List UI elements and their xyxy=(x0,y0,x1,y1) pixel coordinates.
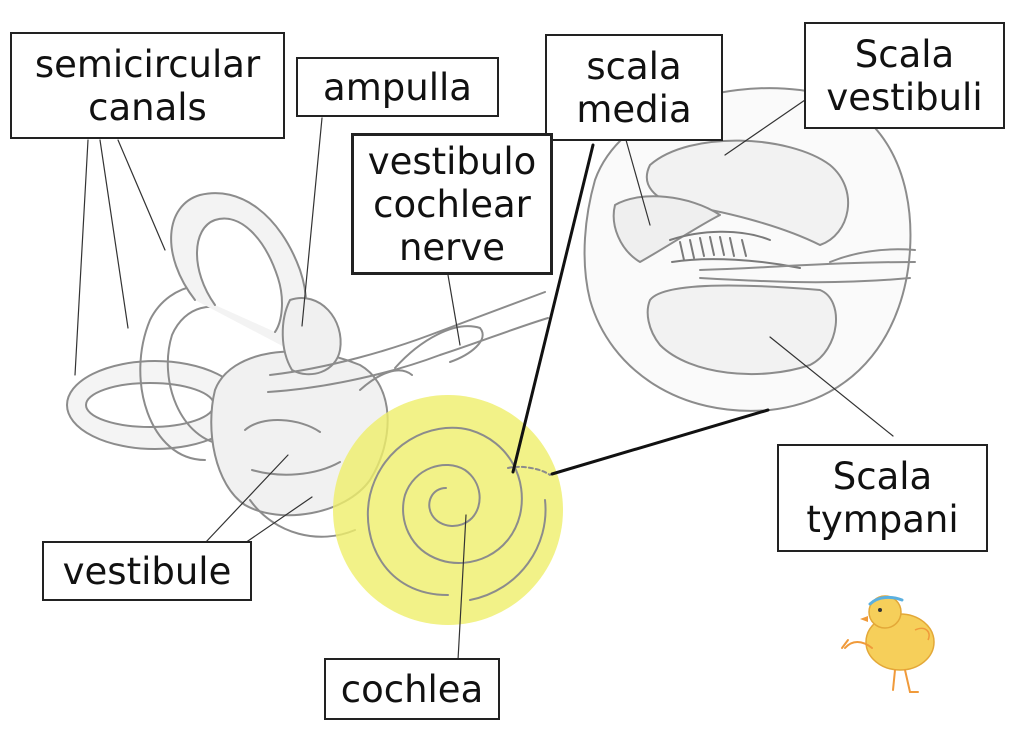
label-scala-media-line-1: scala xyxy=(586,44,682,88)
label-vestibulocochlear-nerve-line-3: nerve xyxy=(398,225,506,269)
label-scala-tympani: Scala tympani xyxy=(777,444,988,552)
label-vestibule: vestibule xyxy=(42,541,252,601)
label-semicircular-canals: semicircular canals xyxy=(10,32,285,139)
labyrinth-sketch xyxy=(66,192,549,538)
label-scala-tympani-line-2: tympani xyxy=(806,498,959,541)
ampulla-bulge xyxy=(281,297,342,376)
label-scala-vestibuli: Scala vestibuli xyxy=(804,22,1005,129)
label-ampulla: ampulla xyxy=(296,57,499,117)
label-vestibule-text: vestibule xyxy=(62,549,232,593)
label-cochlea: cochlea xyxy=(324,658,500,720)
leader-lines xyxy=(74,99,894,661)
label-scala-media-line-2: media xyxy=(576,87,692,131)
label-scala-tympani-line-1: Scala xyxy=(832,455,933,498)
spiral-nerve xyxy=(699,261,916,271)
chick-icon xyxy=(841,595,935,693)
scala-media-chamber xyxy=(612,195,721,263)
label-vestibulocochlear-nerve: vestibulo cochlear nerve xyxy=(351,133,553,275)
label-semicircular-canals-line-1: semicircular xyxy=(34,42,261,86)
label-ampulla-text: ampulla xyxy=(323,65,472,109)
label-vestibulocochlear-nerve-line-1: vestibulo xyxy=(367,139,537,183)
zoom-lines xyxy=(511,143,770,476)
label-scala-media: scala media xyxy=(545,34,723,141)
label-semicircular-canals-line-2: canals xyxy=(88,85,207,129)
label-scala-vestibuli-line-2: vestibuli xyxy=(826,75,983,119)
label-cochlea-text: cochlea xyxy=(340,667,484,711)
label-vestibulocochlear-nerve-line-2: cochlear xyxy=(373,182,531,226)
label-scala-vestibuli-line-1: Scala xyxy=(854,32,955,76)
vestibulocochlear-nerve-bundle xyxy=(267,291,549,393)
cochlea-sketch xyxy=(333,395,563,625)
